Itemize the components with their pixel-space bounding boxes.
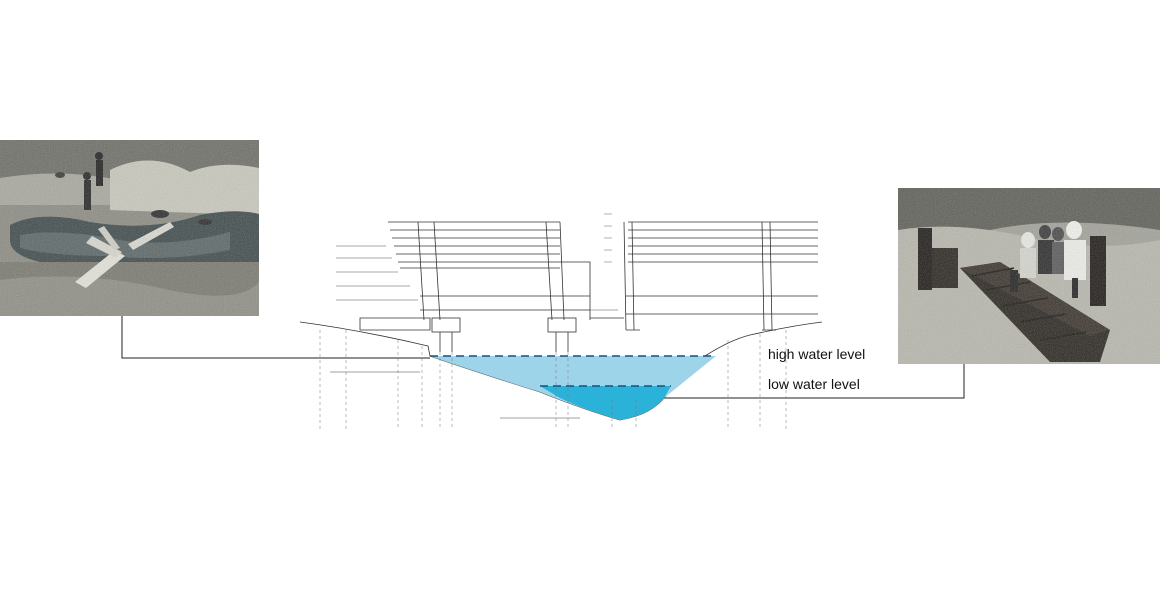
bench-right [623,221,818,331]
photo-pond-with-planks [0,140,259,316]
bench-left [388,221,591,352]
deck-beam [359,317,624,331]
high-water-level-label: high water level [768,346,866,362]
leader-lines [121,316,965,399]
photo-people-on-bench-boardwalk [898,188,1160,364]
low-water-body [540,386,671,420]
leader-line-right [664,364,965,399]
leader-line-left [121,316,430,359]
bench-section-drawing [299,213,823,430]
low-water-level-label: low water level [768,376,860,392]
